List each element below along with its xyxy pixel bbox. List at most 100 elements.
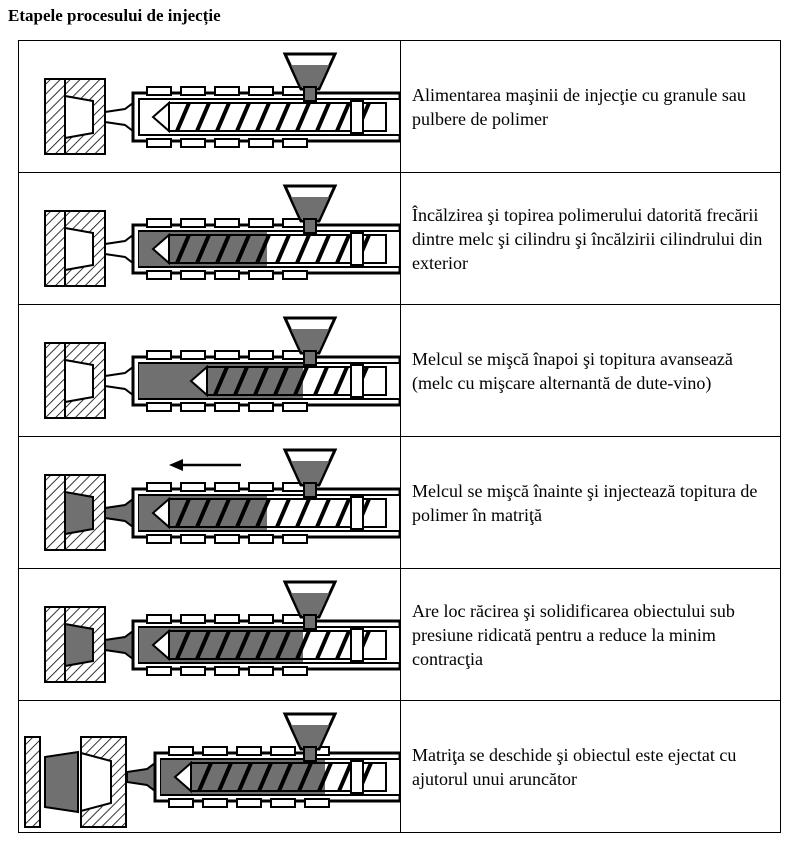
screw-flight (275, 630, 291, 660)
mold-cavity (64, 358, 94, 404)
step-figure-cell (18, 568, 401, 701)
heater-band-top (202, 746, 228, 756)
heater-band-top (180, 86, 206, 96)
heater-band-bottom (146, 138, 172, 148)
heater-band-bottom (282, 534, 308, 544)
heater-band-bottom (146, 666, 172, 676)
screw-flight (255, 102, 271, 132)
heater-band-top (146, 218, 172, 228)
injection-machine-diagram (44, 316, 400, 419)
heater-band-bottom (248, 138, 274, 148)
heater-band-top (248, 218, 274, 228)
heater-band-bottom (248, 534, 274, 544)
screw-flight (295, 234, 311, 264)
heater-band-top (180, 482, 206, 492)
screw-flight (337, 762, 353, 792)
screw-flight (235, 498, 251, 528)
heater-band-bottom (146, 402, 172, 412)
step-description: Are loc răcirea şi solidificarea obiectu… (400, 568, 781, 701)
screw-flight (315, 102, 331, 132)
hopper-throat (303, 482, 317, 498)
heater-band-top (270, 746, 296, 756)
screw-flight (215, 630, 231, 660)
heater-band-bottom (214, 138, 240, 148)
heater-band-bottom (180, 534, 206, 544)
screw-flight (317, 762, 333, 792)
screw-flight (333, 366, 349, 396)
heater-band-top (214, 350, 240, 360)
screw-shaft (190, 762, 387, 792)
heater-band-bottom (282, 138, 308, 148)
screw-flight (275, 234, 291, 264)
screw-flight (275, 102, 291, 132)
heater-band-bottom (236, 798, 262, 808)
screw-flight (215, 102, 231, 132)
mold-cavity (64, 226, 94, 272)
heater-band-top (146, 86, 172, 96)
heater-band-bottom (146, 270, 172, 280)
hopper-throat (303, 218, 317, 234)
table-row: Matriţa se deschide şi obiectul este eje… (18, 700, 781, 833)
polymer-granules (291, 65, 329, 87)
heater-band-bottom (202, 798, 228, 808)
screw-flight (255, 630, 271, 660)
table-row: Are loc răcirea şi solidificarea obiectu… (18, 568, 781, 701)
screw-flight (195, 630, 211, 660)
screw-flight (213, 366, 229, 396)
mold-cavity (64, 622, 94, 668)
heater-band-top (146, 614, 172, 624)
heater-band-top (236, 746, 262, 756)
step-description: Melcul se mişcă înainte şi injectează to… (400, 436, 781, 569)
heater-band-top (180, 218, 206, 228)
screw-flight (215, 498, 231, 528)
screw-flight (295, 498, 311, 528)
step-figure-cell (18, 700, 401, 833)
screw-flight (313, 366, 329, 396)
screw-flight (257, 762, 273, 792)
heater-band-bottom (180, 402, 206, 412)
screw-flight (175, 102, 191, 132)
screw-drive-collar (350, 100, 364, 134)
mold-cavity (80, 751, 112, 813)
screw-flight (297, 762, 313, 792)
heater-band-bottom (180, 666, 206, 676)
hopper-throat (303, 614, 317, 630)
screw-flight (235, 234, 251, 264)
step-figure-cell (18, 172, 401, 305)
injection-machine-diagram (44, 52, 400, 155)
mold-cavity (64, 490, 94, 536)
heater-band-bottom (248, 666, 274, 676)
heater-band-bottom (214, 270, 240, 280)
heater-band-top (214, 482, 240, 492)
step-description: Alimentarea maşinii de injecţie cu granu… (400, 40, 781, 173)
heater-band-top (214, 218, 240, 228)
heater-band-top (248, 350, 274, 360)
screw-flight (235, 630, 251, 660)
table-row: Melcul se mişcă înainte şi injectează to… (18, 436, 781, 569)
heater-band-bottom (270, 798, 296, 808)
heater-band-top (180, 350, 206, 360)
heater-band-top (214, 86, 240, 96)
heater-band-top (180, 614, 206, 624)
screw-flight (253, 366, 269, 396)
process-steps-table: Alimentarea maşinii de injecţie cu granu… (18, 40, 781, 833)
screw-flight (295, 102, 311, 132)
screw-flight (273, 366, 289, 396)
screw-flight (237, 762, 253, 792)
table-row: Melcul se mişcă înapoi şi topitura avans… (18, 304, 781, 437)
heater-band-bottom (248, 402, 274, 412)
injection-machine-diagram (44, 580, 400, 683)
nozzle (104, 497, 134, 529)
nozzle (104, 101, 134, 133)
polymer-granules (291, 725, 329, 747)
nozzle (104, 629, 134, 661)
heater-band-bottom (180, 138, 206, 148)
screw-flight (275, 498, 291, 528)
step-description: Melcul se mişcă înapoi şi topitura avans… (400, 304, 781, 437)
screw-flight (195, 498, 211, 528)
polymer-granules (291, 593, 329, 615)
screw-drive-collar (350, 232, 364, 266)
screw-flight (215, 234, 231, 264)
heater-band-bottom (214, 534, 240, 544)
arrow-head-icon (169, 459, 183, 471)
